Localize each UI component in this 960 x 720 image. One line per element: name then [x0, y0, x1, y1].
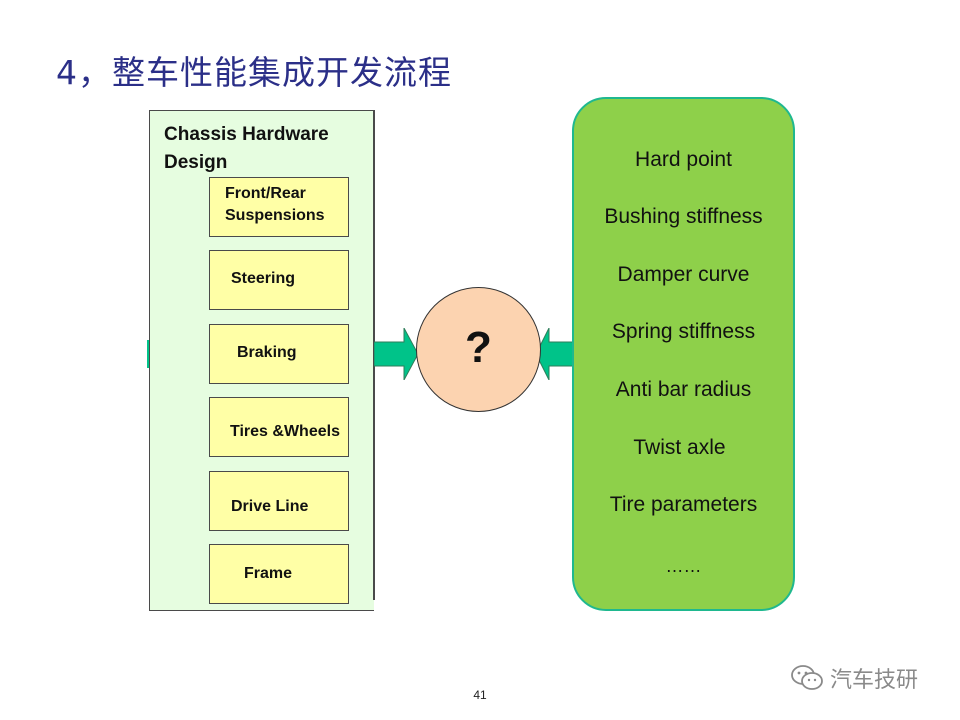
- page-title: 4，整车性能集成开发流程: [56, 53, 452, 92]
- watermark: 汽车技研: [790, 660, 918, 696]
- param-spring-stiffness: Spring stiffness: [611, 320, 756, 343]
- unknown-integration-circle: [416, 287, 541, 412]
- suspensions-label-line1: Front/Rear: [225, 185, 306, 202]
- param-anti-bar-radius: Anti bar radius: [615, 378, 752, 401]
- param-tire-parameters: Tire parameters: [609, 493, 758, 516]
- watermark-text: 汽车技研: [830, 668, 919, 693]
- component-box-suspensions: [209, 177, 349, 237]
- component-box-tires-wheels: [209, 397, 349, 457]
- page-number: 41: [473, 688, 487, 702]
- component-label-steering: Steering: [231, 270, 296, 287]
- component-label-suspensions: Front/Rear Suspensions: [225, 183, 325, 227]
- right-arrow-into-circle: [374, 328, 419, 380]
- component-box-frame: [209, 544, 349, 604]
- param-twist-axle: Twist axle: [633, 436, 726, 459]
- wechat-icon: [791, 665, 823, 690]
- component-label-tires-wheels: Tires &Wheels: [230, 423, 340, 440]
- param-bushing-stiffness: Bushing stiffness: [604, 205, 763, 228]
- param-hard-point: Hard point: [635, 148, 732, 171]
- component-box-braking: [209, 324, 349, 384]
- component-label-braking: Braking: [237, 344, 297, 361]
- param-damper-curve: Damper curve: [617, 263, 750, 286]
- chassis-title-line1: Chassis Hardware: [164, 124, 329, 145]
- chassis-panel-title: Chassis Hardware Design: [164, 121, 374, 177]
- param-ellipsis: ……: [665, 556, 702, 576]
- left-arrow-into-circle: [535, 328, 575, 380]
- component-box-drive-line: [209, 471, 349, 531]
- question-mark: ?: [465, 323, 492, 372]
- parameters-panel: [572, 97, 795, 611]
- chassis-title-line2: Design: [164, 152, 228, 173]
- suspensions-label-line2: Suspensions: [225, 207, 325, 224]
- component-box-steering: [209, 250, 349, 310]
- component-label-frame: Frame: [244, 565, 293, 582]
- component-label-drive-line: Drive Line: [231, 498, 309, 515]
